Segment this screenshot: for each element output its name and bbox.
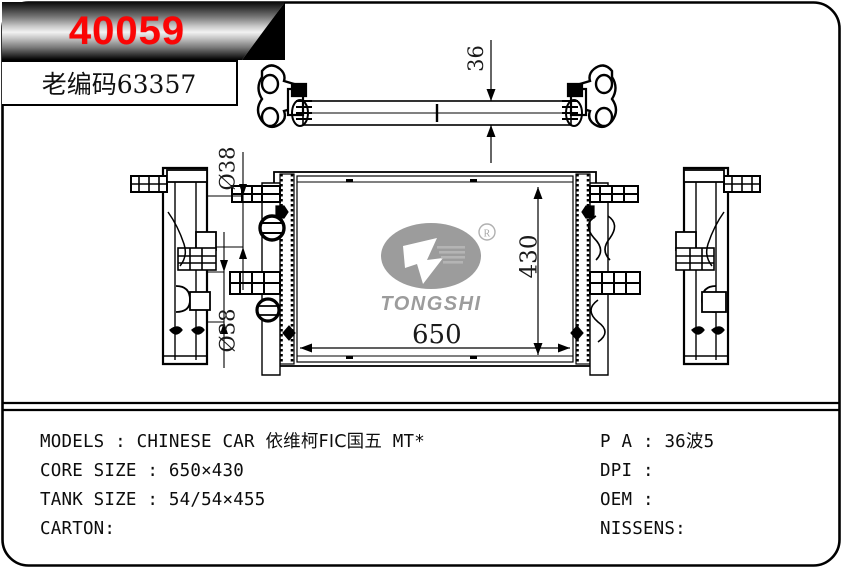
dimension-label-430: 430: [516, 234, 543, 279]
spec-right-column: P A : 36波5 DPI : OEM : NISSENS:: [600, 428, 830, 544]
dimension-label-36: 36: [463, 45, 488, 72]
spec-row-oem: OEM :: [600, 486, 830, 515]
banner-gradient-background: [2, 2, 285, 60]
spec-label-models: MODELS :: [40, 432, 126, 452]
top-mounting-bar-view: [256, 40, 618, 163]
right-lower-hose-neck: [589, 271, 641, 295]
d38-upper-arrow-b: [239, 247, 247, 259]
spec-label-carton: CARTON:: [40, 519, 116, 539]
old-code-label: 老编码63357: [41, 70, 197, 99]
left-mounting-bracket: [256, 64, 312, 129]
spec-value-models-tail: MT*: [382, 432, 425, 452]
right-profile-foot-b: [711, 326, 725, 335]
radiator-schematic: [130, 40, 761, 376]
spec-row-carton: CARTON:: [40, 515, 600, 544]
spec-label-nissens: NISSENS:: [600, 519, 686, 539]
spec-label-pa: P A :: [600, 432, 654, 452]
old-code-box: 老编码63357: [2, 60, 238, 106]
spec-row-dpi: DPI :: [600, 457, 830, 486]
dimension-label-650: 650: [412, 320, 462, 350]
d38-upper-arrow-a: [239, 184, 247, 196]
left-mount-pin-marker: [282, 325, 296, 341]
dim-430-leader: [533, 187, 543, 355]
drawing-area: R TONGSHI 36 430 650 Ø38 Ø38: [130, 40, 761, 376]
right-profile-top-collar: [683, 169, 725, 183]
spec-label-dpi: DPI :: [600, 461, 654, 481]
right-side-profile-view: [675, 166, 761, 366]
spec-row-nissens: NISSENS:: [600, 515, 830, 544]
spec-value-core-size: 650×430: [168, 461, 245, 481]
right-mount-pin-marker: [570, 325, 584, 341]
left-lower-hose-neck: [229, 271, 281, 295]
bracket-right-hole-upper: [594, 73, 614, 95]
left-profile-internal-curve: [167, 211, 187, 267]
right-lower-port-outline: [590, 299, 606, 343]
d38-lower-arrow-b: [220, 322, 228, 334]
spec-row-models: MODELS : CHINESE CAR 依维柯FIC国五 MT*: [40, 428, 600, 457]
part-number-label: 40059: [68, 9, 186, 53]
left-profile-lower-bracket: [189, 291, 211, 311]
right-tank-fittings: [570, 182, 641, 376]
right-mounting-bracket: [562, 64, 618, 129]
left-upper-hose-neck: [231, 185, 281, 203]
right-profile-foot-a: [691, 326, 705, 335]
right-upper-hose-neck: [589, 185, 639, 203]
dim-36-arrow-up: [486, 125, 496, 137]
bracket-right-tab: [566, 82, 584, 98]
bracket-right-collar: [565, 99, 583, 127]
spec-label-tank-size: TANK SIZE :: [40, 490, 159, 510]
right-upper-valve-marker: [581, 205, 595, 219]
spec-value-pa: 36: [664, 432, 686, 452]
dim-650-arrow-left: [300, 343, 312, 353]
bracket-left-hole-upper: [260, 73, 280, 95]
left-lower-port-circle: [255, 297, 281, 323]
spec-row-core-size: CORE SIZE : 650×430: [40, 457, 600, 486]
dim-430-arrow-down: [533, 343, 543, 355]
spec-row-pa: P A : 36波5: [600, 428, 830, 457]
spec-value-tank-size: 54/54×455: [168, 490, 266, 510]
right-profile-lower-bracket: [701, 291, 727, 313]
bracket-left-hole-lower: [260, 106, 280, 128]
dim-36-arrow-down: [486, 89, 496, 101]
core-weld-dots: [346, 179, 477, 359]
spec-value-models: CHINESE CAR: [136, 432, 266, 452]
left-profile-mid-ribs: [177, 247, 217, 271]
dim-650-leader: [300, 343, 570, 353]
left-profile-top-collar: [166, 169, 208, 183]
dim-430-arrow-up: [533, 187, 543, 199]
dimension-label-diameter-38-top: Ø38: [215, 146, 240, 191]
left-side-profile-view: [130, 166, 217, 366]
right-profile-internal-curve: [705, 211, 725, 267]
spec-left-column: MODELS : CHINESE CAR 依维柯FIC国五 MT* CORE S…: [40, 428, 600, 544]
spec-label-core-size: CORE SIZE :: [40, 461, 159, 481]
dim-650-arrow-right: [558, 343, 570, 353]
bracket-left-tab: [290, 82, 308, 98]
dimension-label-diameter-38-bottom: Ø38: [215, 308, 240, 353]
left-profile-foot-a: [169, 326, 183, 335]
spec-label-oem: OEM :: [600, 490, 654, 510]
specification-panel: MODELS : CHINESE CAR 依维柯FIC国五 MT* CORE S…: [0, 410, 842, 568]
left-profile-foot-b: [191, 326, 205, 335]
spec-row-tank-size: TANK SIZE : 54/54×455: [40, 486, 600, 515]
part-number-banner: 40059: [2, 2, 285, 60]
dim-36-leader: [486, 40, 496, 163]
spec-value-pa-cjk: 波: [685, 432, 704, 452]
left-upper-port-circle: [258, 214, 286, 242]
spec-value-pa-tail: 5: [703, 432, 715, 452]
spec-value-models-cjk: 依维柯FIC国五: [265, 432, 383, 452]
right-upper-port-outline: [587, 215, 616, 261]
bracket-right-hole-lower: [594, 106, 614, 128]
d38-lower-arrow-a: [220, 260, 228, 272]
bracket-left-collar: [291, 99, 309, 127]
